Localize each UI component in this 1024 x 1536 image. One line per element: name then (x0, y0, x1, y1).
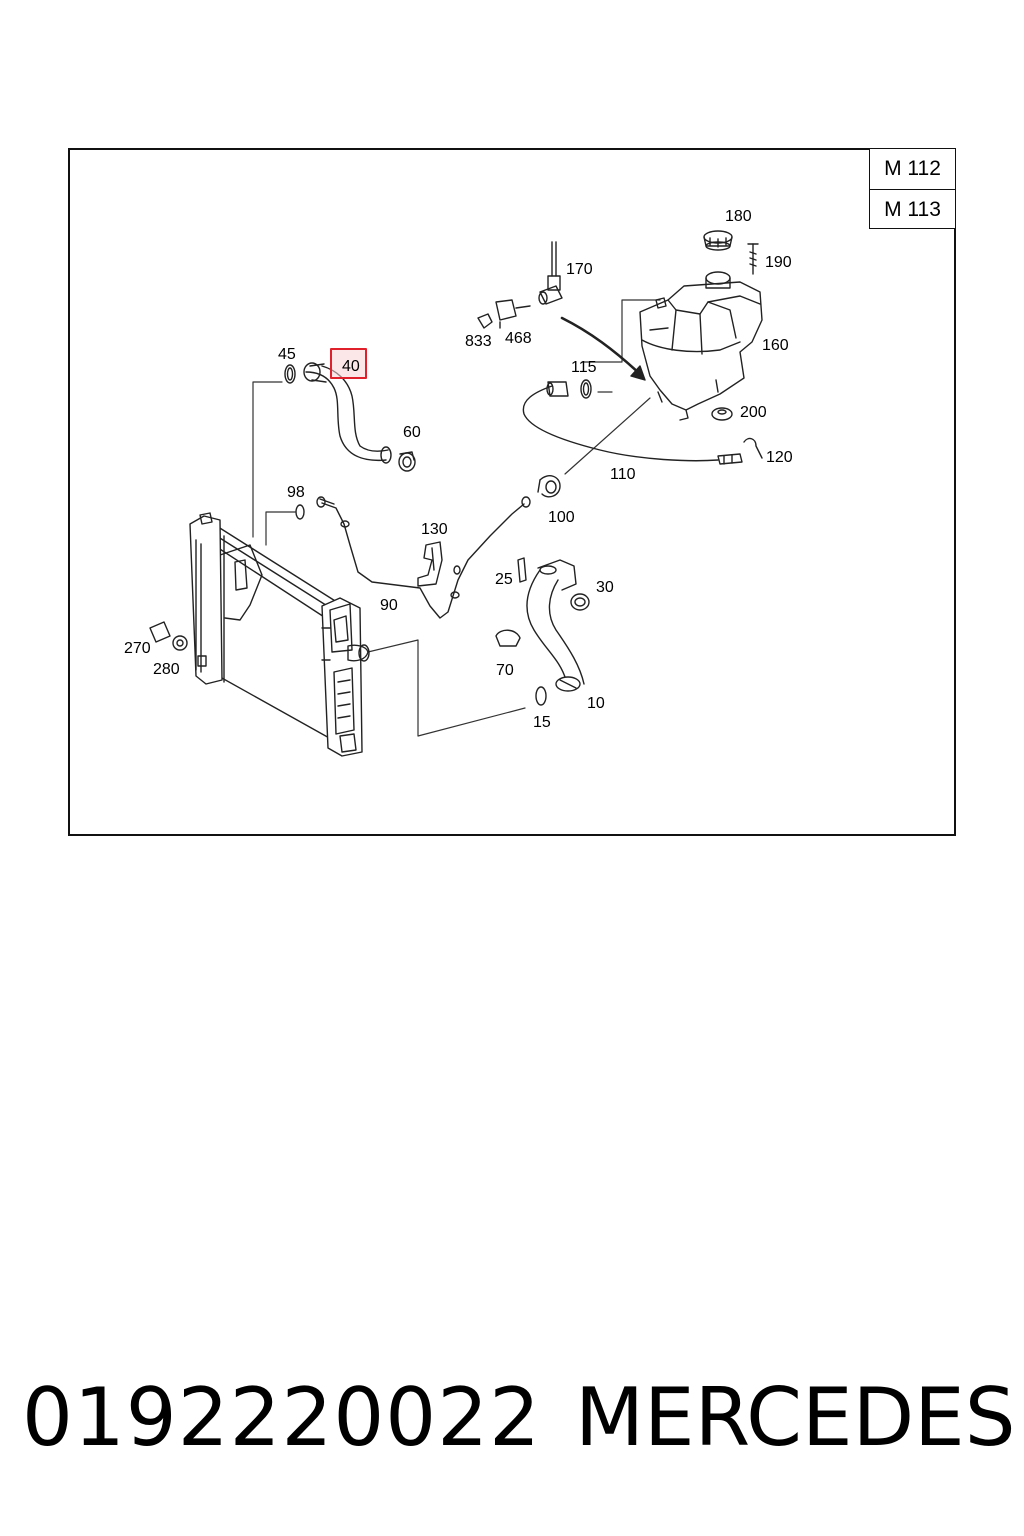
callout-90: 90 (380, 597, 398, 614)
callout-270: 270 (124, 640, 151, 657)
clip-25 (517, 557, 527, 583)
coolant-system-diagram: 10 15 25 30 40 45 60 70 90 98 100 110 11… (124, 208, 793, 757)
vent-line-90 (316, 496, 531, 619)
leader-lines (252, 299, 661, 737)
callout-180: 180 (725, 208, 752, 225)
callout-110: 110 (610, 466, 636, 483)
clip-100 (537, 475, 561, 498)
callout-70: 70 (496, 662, 514, 679)
callout-30: 30 (596, 579, 614, 596)
sensor-170 (538, 241, 563, 305)
brand-name: MERCEDES (575, 1371, 1016, 1464)
radiator (189, 512, 370, 757)
callout-10: 10 (587, 695, 605, 712)
highlight-box-40 (330, 348, 367, 379)
part-number: 0192220022 (22, 1371, 541, 1464)
o-ring-115 (580, 379, 592, 399)
o-ring-98 (295, 504, 305, 520)
callout-130: 130 (421, 521, 448, 538)
callout-200: 200 (740, 404, 767, 421)
clamp-60 (398, 451, 416, 472)
callout-160: 160 (762, 337, 789, 354)
callout-833: 833 (465, 333, 492, 350)
footer: 0192220022 MERCEDES (0, 1370, 1024, 1470)
callout-25: 25 (495, 571, 513, 588)
grommet-200 (711, 407, 733, 421)
callout-115: 115 (571, 359, 597, 376)
callout-280: 280 (153, 661, 180, 678)
hose-lower (526, 559, 585, 692)
engine-code-m113: M 113 (870, 189, 955, 230)
engine-code-box: M 112 M 113 (869, 148, 956, 229)
clip-120 (743, 437, 763, 459)
callout-100: 100 (548, 509, 575, 526)
plug-833 (477, 313, 493, 329)
callout-190: 190 (765, 254, 792, 271)
bracket-70 (495, 629, 521, 647)
callout-15: 15 (533, 714, 551, 731)
diagram-frame (68, 148, 956, 836)
assembly-arrowhead (630, 365, 646, 381)
expansion-tank-160 (639, 271, 763, 421)
o-ring-45 (284, 364, 296, 384)
fitting-280 (172, 635, 188, 651)
callout-labels: 10 15 25 30 40 45 60 70 90 98 100 110 11… (124, 208, 793, 731)
line-110 (522, 381, 743, 465)
connector-468 (495, 299, 531, 329)
assembly-arrow (560, 316, 642, 376)
o-ring-15 (535, 686, 547, 706)
cap-180 (703, 230, 733, 251)
screw-190 (747, 243, 759, 275)
fitting-270 (149, 621, 171, 643)
callout-40: 40 (342, 358, 360, 375)
clamp-30 (570, 593, 590, 611)
callout-60: 60 (403, 424, 421, 441)
bracket-130 (417, 541, 443, 587)
callout-98: 98 (287, 484, 305, 501)
engine-code-m112: M 112 (884, 157, 941, 180)
callout-170: 170 (566, 261, 593, 278)
callout-120: 120 (766, 449, 793, 466)
callout-468: 468 (505, 330, 532, 347)
callout-45: 45 (278, 346, 296, 363)
